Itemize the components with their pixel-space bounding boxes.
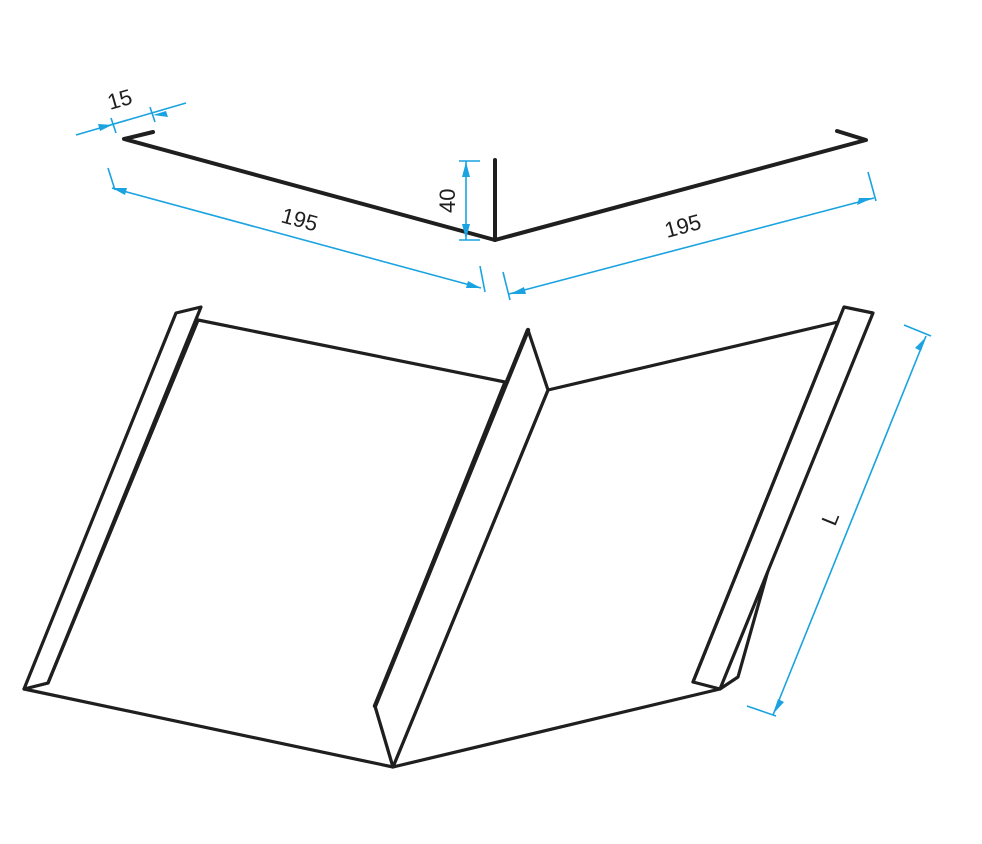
left-width-arrow-left [112, 188, 127, 195]
right-width-label: 195 [662, 209, 704, 243]
flange-arrow-left [98, 124, 112, 131]
isometric-view [22, 305, 875, 769]
flange-ext-right [149, 106, 156, 123]
flange-dimension-label: 15 [104, 84, 134, 115]
length-arrow-bottom [773, 699, 784, 714]
length-dim-line [772, 335, 927, 716]
left-hem-inner-edge [46, 318, 200, 685]
profile-right-leg [493, 129, 868, 242]
height-arrow-top [462, 162, 470, 177]
left-width-ext-right [479, 265, 486, 293]
cross-section-profile [122, 129, 868, 242]
flange-dim-line [75, 102, 187, 136]
height-dimension-label: 40 [435, 189, 460, 213]
left-width-arrow-right [466, 281, 481, 288]
height-dimension: 40 [435, 160, 480, 241]
length-label: L [816, 508, 844, 529]
flange-arrow-right [153, 111, 168, 117]
right-hem-inner-edge [691, 320, 840, 684]
center-seam-front-edge [372, 327, 531, 709]
left-width-label: 195 [279, 203, 321, 237]
right-width-dimension: 195 [502, 171, 877, 301]
right-width-arrow-right [857, 198, 873, 205]
left-width-dim-line [111, 187, 482, 289]
height-arrow-bottom [462, 224, 470, 239]
right-width-ext-right [867, 171, 877, 202]
profile-left-leg [122, 130, 497, 242]
length-ext-top [903, 324, 932, 337]
left-width-ext-left [107, 167, 116, 191]
flange-ext-left [110, 117, 117, 134]
right-width-dim-line [508, 197, 875, 295]
length-arrow-top [915, 337, 926, 351]
right-width-ext-left [502, 271, 511, 301]
flange-dimension: 15 [75, 84, 187, 136]
right-width-arrow-left [510, 287, 526, 294]
length-ext-bottom [746, 705, 777, 717]
